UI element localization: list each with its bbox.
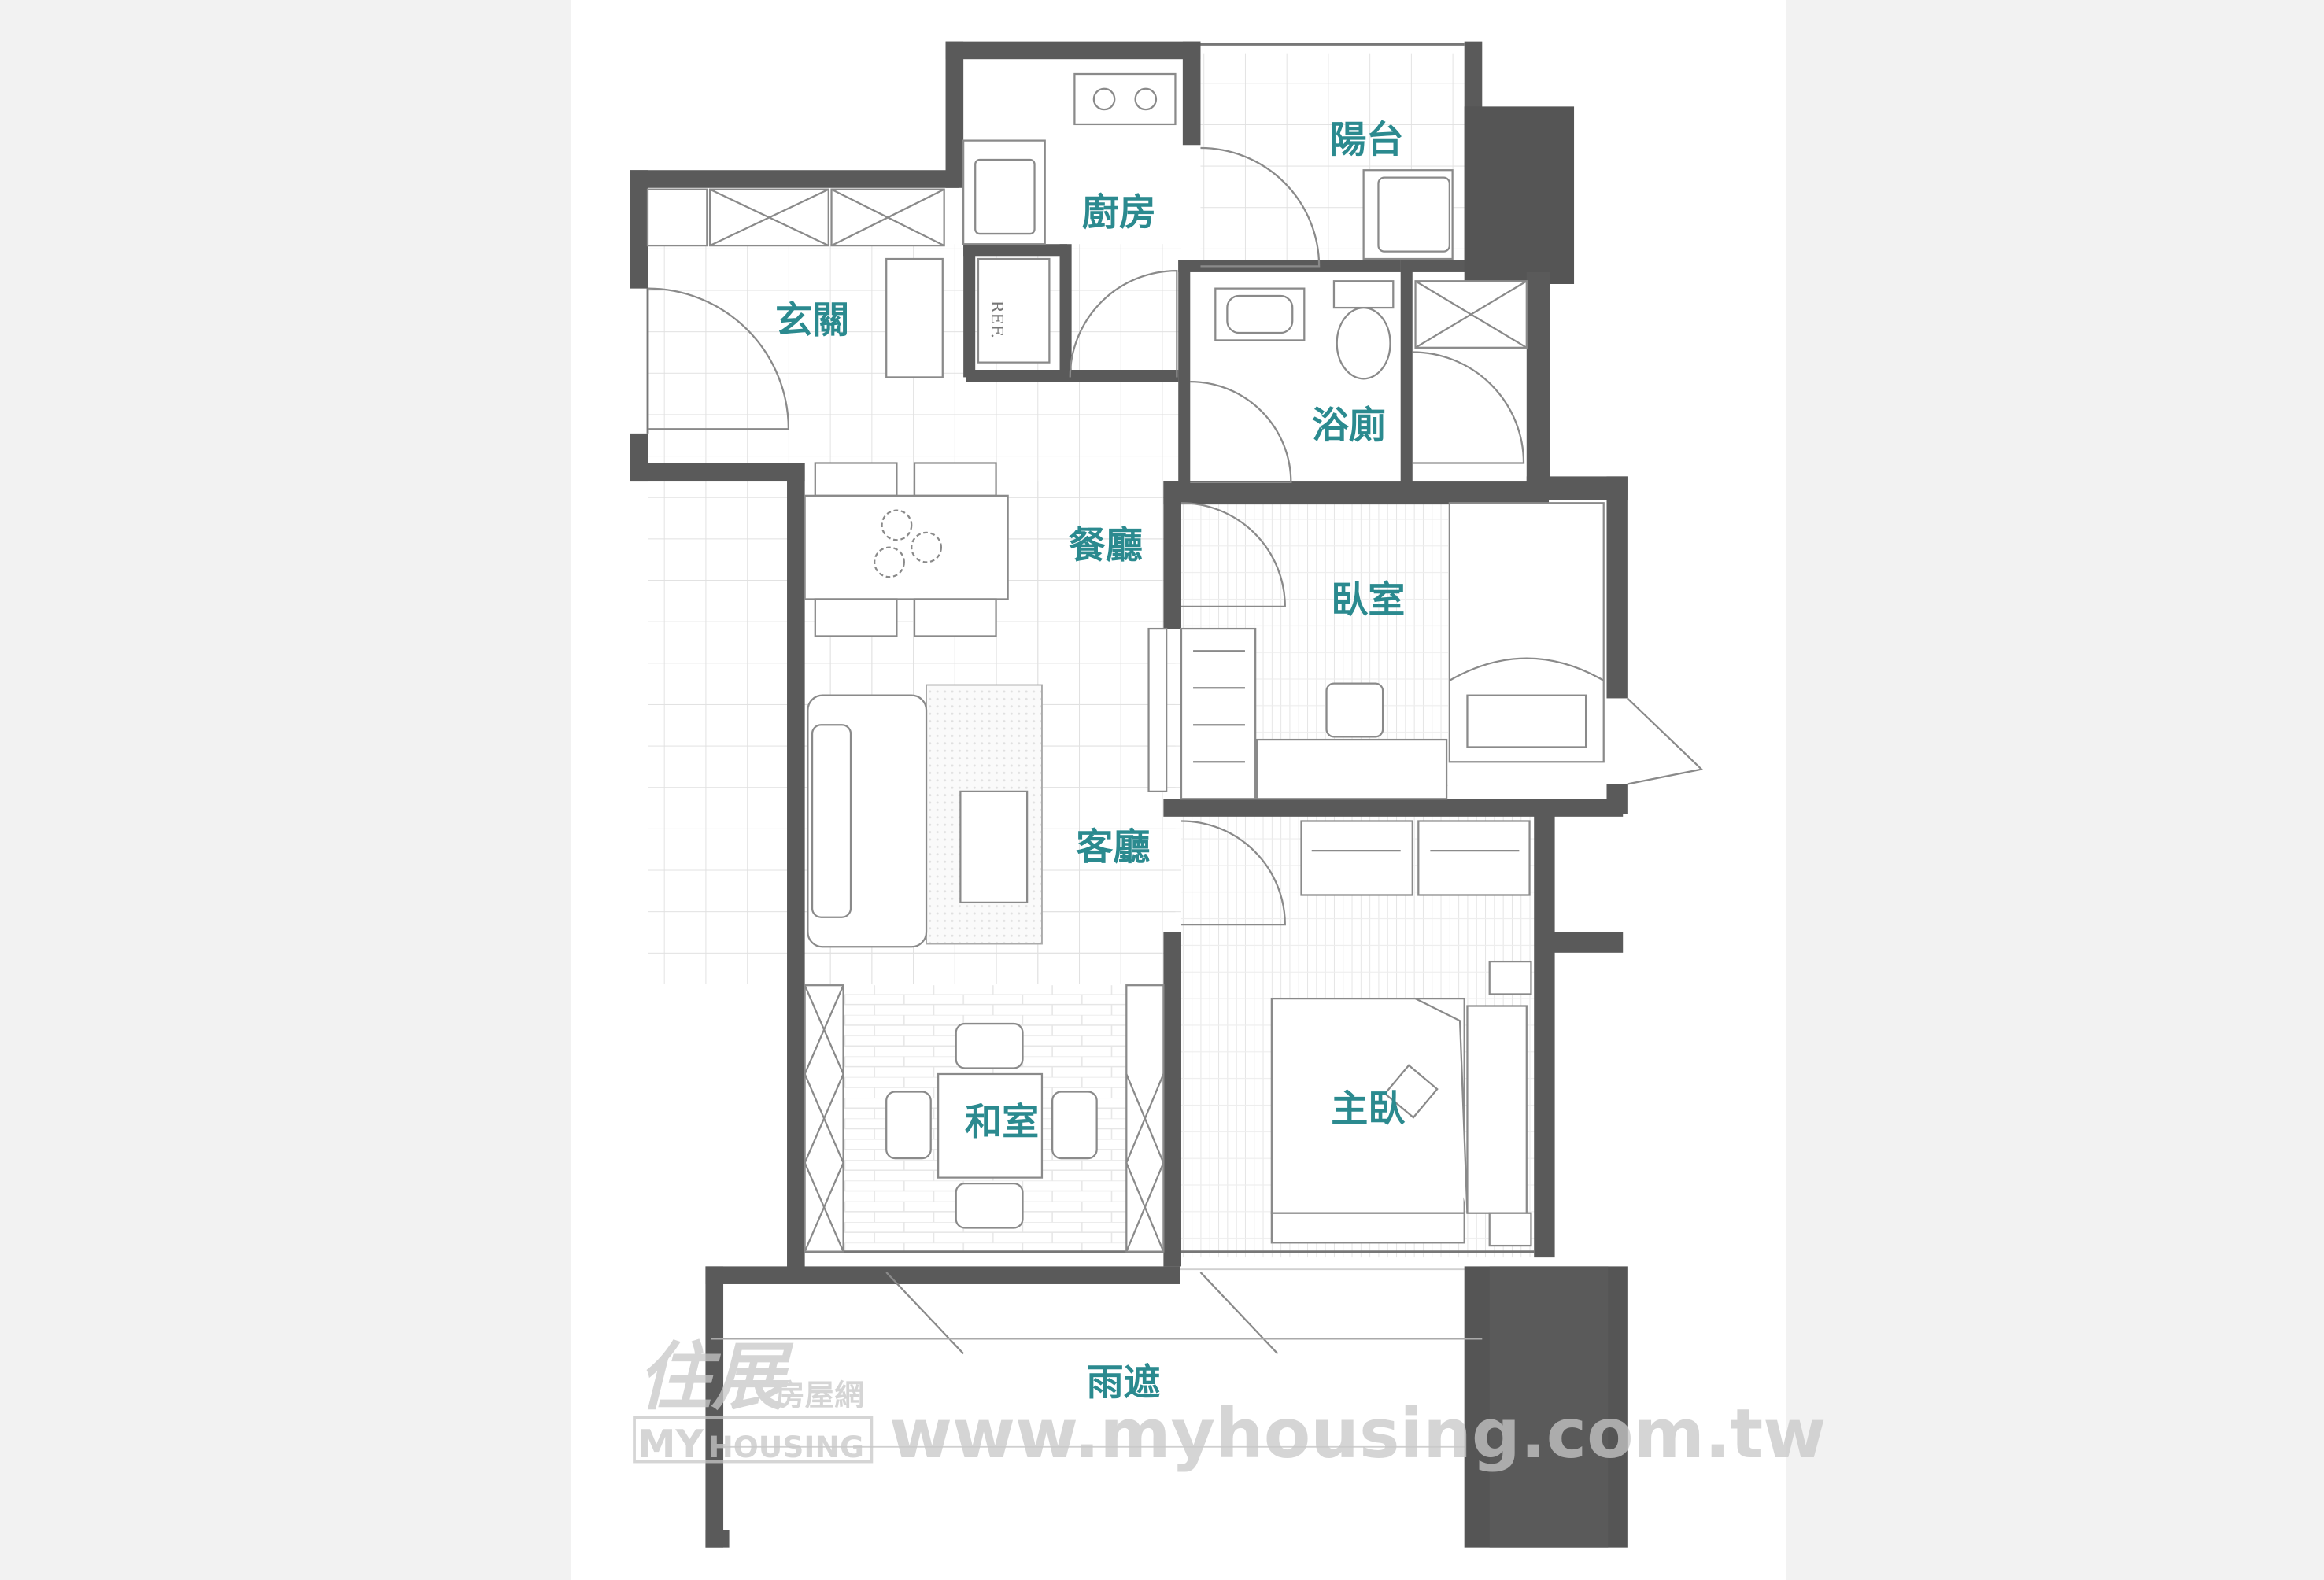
watermark-brand-my: MY: [637, 1422, 704, 1467]
door-swing-icon: [647, 146, 1704, 1355]
room-labels: 陽台 廚房 玄關 浴廁 餐廳 臥室 客廳 和室 主臥 雨遮: [775, 119, 1405, 1405]
toilet-icon: [1332, 280, 1395, 380]
watermark-brand-housing: HOUSING: [708, 1430, 864, 1464]
stove-icon: [1073, 72, 1177, 126]
single-bed-icon: [1448, 502, 1605, 763]
shoe-cabinet: [885, 257, 944, 378]
shower-icon: [1414, 280, 1528, 349]
watermark-brand-small: 房屋網: [775, 1378, 864, 1412]
room-label-entrance: 玄關: [775, 299, 849, 342]
room-label-washitsu: 和室: [965, 1101, 1039, 1144]
room-label-dining: 餐廳: [1069, 524, 1143, 567]
sink-icon: [962, 139, 1306, 341]
wardrobe-icon: [1180, 627, 1531, 896]
watermark-brand-mark: 住展: [637, 1334, 794, 1420]
fridge-box: [977, 257, 1051, 364]
room-label-bathroom: 浴廁: [1312, 404, 1386, 448]
watermark-logo: 住展 住展 房屋網 MY HOUSING www.myhousing.com.t…: [633, 1334, 1826, 1474]
tea-table-icon: [959, 790, 1029, 904]
low-table-icon: [885, 1022, 1098, 1229]
desk-icon: [1255, 682, 1448, 800]
windows: [646, 42, 1535, 1253]
room-label-master: 主臥: [1331, 1087, 1405, 1131]
walls: [630, 41, 1628, 1548]
fridge-label: REF.: [988, 301, 1007, 338]
entrance-cabinets: [646, 188, 945, 247]
room-label-canopy: 雨遮: [1086, 1361, 1160, 1405]
tv-cabinet: [1147, 627, 1168, 793]
room-label-living: 客廳: [1076, 825, 1150, 869]
washer-icon: [1362, 169, 1454, 260]
bed-icon: [1270, 960, 1532, 1247]
watermark-url: www.myhousing.com.tw: [889, 1395, 1826, 1474]
sofa-icon: [807, 694, 928, 948]
room-label-balcony: 陽台: [1329, 119, 1403, 162]
room-label-bedroom: 臥室: [1331, 578, 1405, 622]
room-label-kitchen: 廚房: [1082, 191, 1156, 234]
washitsu-storage: [804, 984, 1165, 1253]
dining-table-icon: [804, 462, 1009, 637]
